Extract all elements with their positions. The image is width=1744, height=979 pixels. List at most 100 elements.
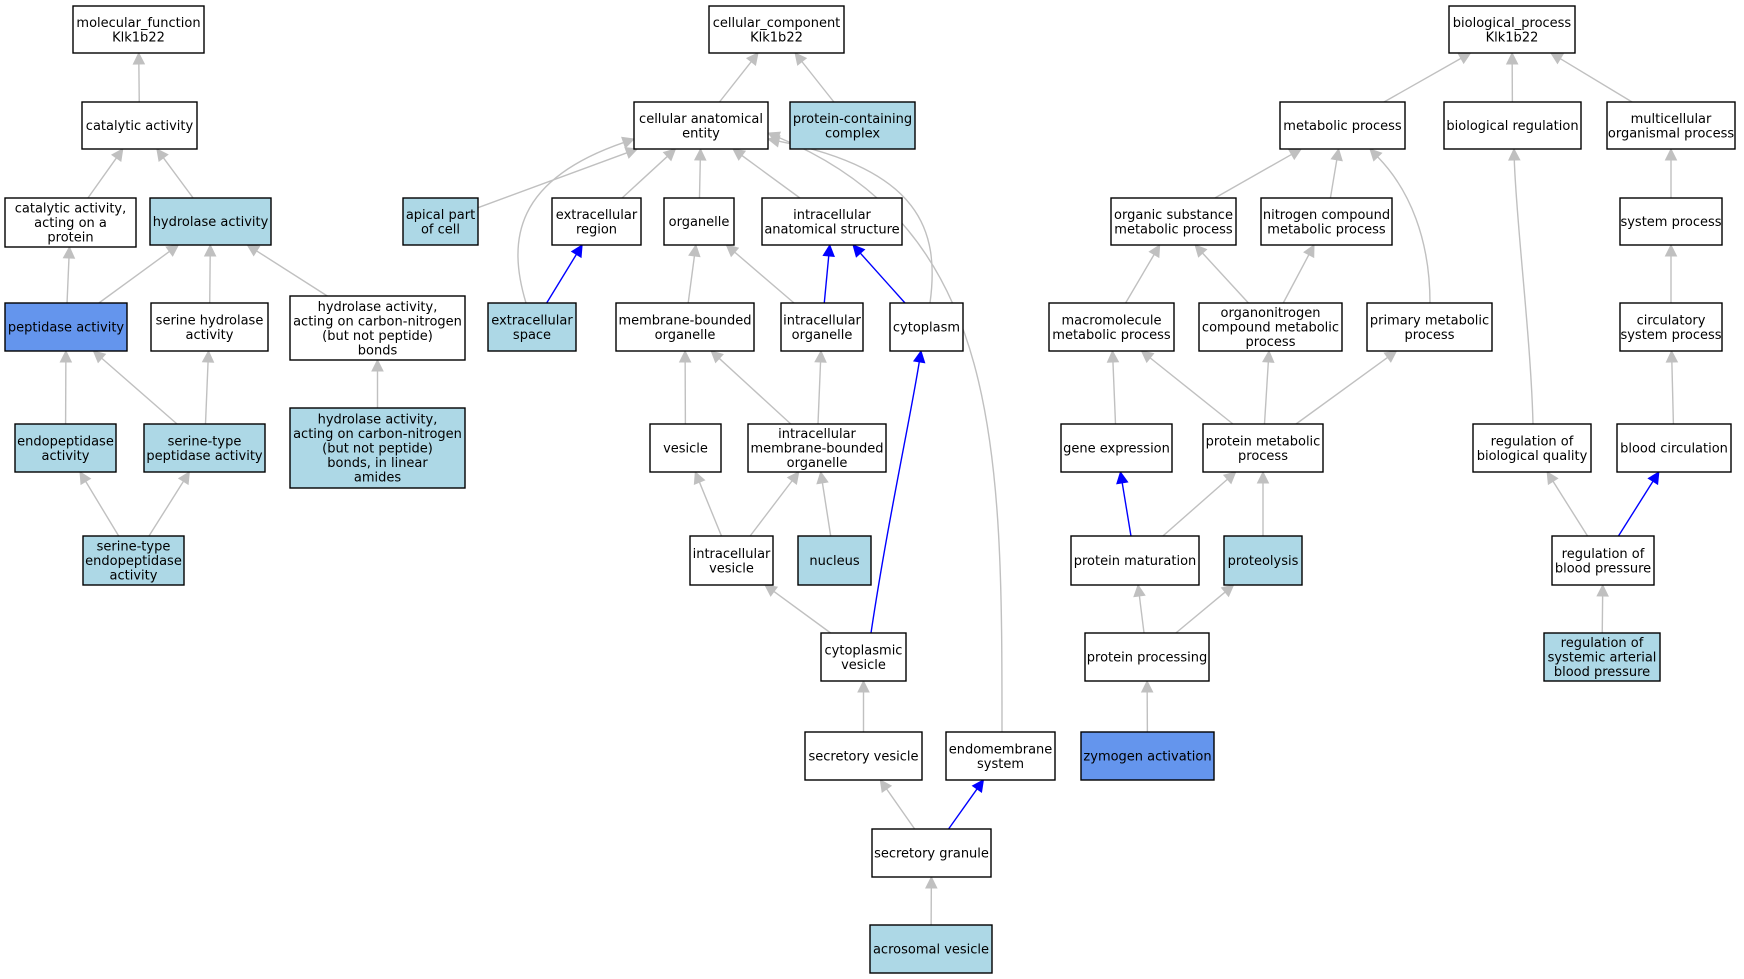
node-ge[interactable]: gene expression: [1060, 423, 1173, 473]
edge-line: [1295, 356, 1388, 425]
node-label: organismal process: [1608, 126, 1734, 141]
edge-line: [1162, 478, 1228, 537]
node-label: vesicle: [663, 442, 708, 457]
edge-arrowhead: [165, 244, 180, 257]
node-breg[interactable]: biological regulation: [1443, 101, 1582, 150]
edge-oncmp-to-ncmp: [1282, 244, 1315, 304]
node-pm[interactable]: protein maturation: [1070, 535, 1200, 586]
node-nucleus[interactable]: nucleus: [797, 535, 872, 586]
node-box: [1543, 632, 1661, 682]
node-hydrolase-cn[interactable]: hydrolase activity,acting on carbon-nitr…: [289, 295, 466, 361]
edge-arrowhead: [1222, 471, 1237, 485]
edge-line: [698, 159, 701, 199]
node-prot[interactable]: proteolysis: [1223, 535, 1303, 586]
edge-line: [546, 254, 577, 304]
edge-oncmp-to-osmp: [1194, 244, 1249, 304]
node-label: biological regulation: [1446, 119, 1578, 134]
node-box: [1060, 423, 1173, 473]
node-hydrolase[interactable]: hydrolase activity: [149, 197, 272, 246]
node-label: metabolic process: [1052, 328, 1171, 343]
node-label: amides: [354, 471, 401, 486]
node-box: [1110, 197, 1237, 246]
node-catalytic[interactable]: catalytic activity: [81, 101, 198, 150]
node-organelle[interactable]: organelle: [663, 197, 735, 246]
node-peptidase[interactable]: peptidase activity: [4, 302, 128, 352]
edge-serine_hydrolase-to-hydrolase: [203, 243, 217, 304]
edge-line: [1617, 480, 1654, 537]
node-label: vesicle: [709, 561, 754, 576]
node-box: [747, 423, 887, 473]
node-box: [150, 302, 269, 352]
node-sysp[interactable]: system process: [1619, 197, 1723, 246]
node-label: secretory vesicle: [808, 750, 918, 765]
node-za[interactable]: zymogen activation: [1080, 731, 1215, 781]
edge-ncmp-to-mp: [1329, 147, 1343, 199]
node-vesicle[interactable]: vesicle: [649, 423, 722, 473]
edge-hydrolase-to-catalytic: [156, 148, 194, 199]
node-pp[interactable]: protein processing: [1084, 632, 1210, 682]
node-label: endomembrane: [949, 742, 1053, 757]
edge-arrowhead: [1549, 52, 1565, 65]
edge-arrowhead: [570, 244, 583, 259]
node-label: acting on a: [34, 216, 107, 231]
node-label: membrane-bounded: [618, 313, 751, 328]
edge-line: [821, 482, 832, 537]
edge-arrowhead: [852, 244, 866, 258]
edge-iv-to-vesicle: [693, 470, 723, 537]
node-box: [1198, 302, 1343, 352]
edge-ecr-to-cae: [621, 148, 677, 199]
node-sg[interactable]: secretory granule: [871, 828, 992, 878]
edge-arrowhead: [1220, 584, 1235, 598]
edge-arrowhead: [710, 350, 724, 364]
edge-line: [741, 154, 801, 199]
edge-arrowhead: [62, 245, 76, 259]
node-bc[interactable]: blood circulation: [1616, 423, 1732, 473]
edge-vesicle-to-mbo: [678, 349, 692, 425]
node-box: [649, 423, 722, 473]
node-label: extracellular: [556, 208, 638, 223]
node-mp[interactable]: metabolic process: [1279, 101, 1406, 150]
edge-arrowhead: [1256, 470, 1270, 484]
edge-bc-to-csp: [1665, 349, 1679, 425]
node-sv[interactable]: secretory vesicle: [804, 731, 923, 781]
node-label: intracellular: [778, 427, 856, 442]
edge-pm-to-ge: [1116, 470, 1132, 537]
node-av[interactable]: acrosomal vesicle: [869, 924, 993, 974]
edge-line: [817, 361, 822, 425]
edge-line: [517, 141, 624, 304]
node-cytoplasm[interactable]: cytoplasm: [889, 302, 964, 352]
node-hydrolase-cn-linear[interactable]: hydrolase activity,acting on carbon-nitr…: [289, 407, 466, 489]
edge-arrowhead: [1262, 349, 1275, 363]
